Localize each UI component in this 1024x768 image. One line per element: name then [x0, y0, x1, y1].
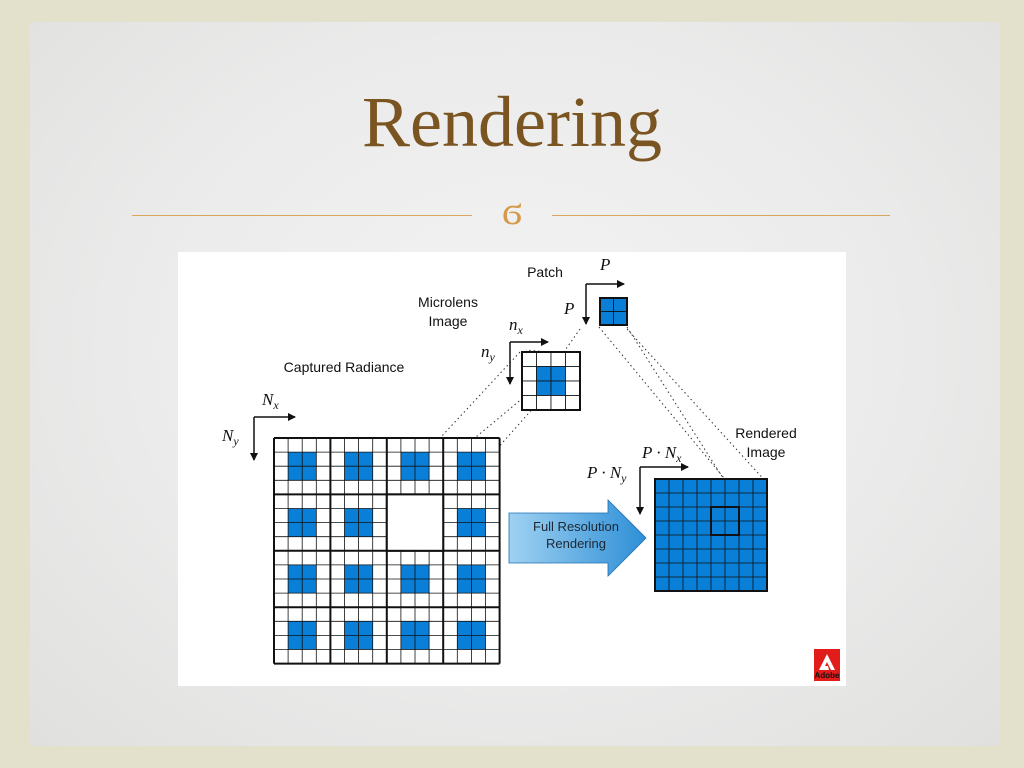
microlens-cell — [521, 366, 537, 382]
math-ny: ny — [481, 342, 496, 364]
rendered-image-grid — [654, 478, 768, 592]
microlens-cell — [565, 366, 581, 382]
math-Ny: Ny — [221, 426, 239, 448]
adobe-logo-text: Adobe — [815, 671, 840, 680]
math-Nx: Nx — [261, 390, 279, 412]
microlens-cell — [565, 351, 581, 367]
microlens-cell — [536, 351, 552, 367]
axis-arrows — [250, 280, 689, 515]
patch-border — [599, 297, 628, 326]
patch-cell — [599, 311, 614, 326]
captured-radiance-grid — [273, 437, 501, 665]
arrow-text-line-2: Rendering — [546, 536, 606, 551]
math-nx: nx — [509, 315, 524, 337]
microlens-cell — [536, 366, 552, 382]
flourish-icon: ϭ — [501, 188, 523, 234]
label-rendered-line-1: Rendered — [735, 425, 797, 441]
microlens-image-grid — [521, 351, 581, 411]
patch-grid — [599, 297, 628, 326]
label-patch: Patch — [527, 264, 563, 280]
empty-microlens-block — [385, 493, 445, 552]
rendered-patch-highlight — [710, 506, 740, 536]
microlens-cell — [550, 366, 566, 382]
label-rendered-line-2: Image — [747, 444, 786, 460]
projection-line — [626, 328, 769, 485]
figure-panel: Full Resolution Rendering Patch Microlen… — [178, 252, 846, 686]
microlens-cell — [521, 380, 537, 396]
full-resolution-arrow-icon — [508, 499, 647, 577]
adobe-logo: Adobe — [814, 649, 840, 681]
patch-cell — [613, 297, 628, 312]
label-captured-radiance: Captured Radiance — [284, 359, 405, 375]
microlens-image-border — [521, 351, 581, 411]
microlens-cell — [536, 395, 552, 411]
label-microlens-line-1: Microlens — [418, 294, 478, 310]
label-microlens-line-2: Image — [429, 313, 468, 329]
projection-line — [440, 351, 521, 438]
microlens-cell — [550, 395, 566, 411]
math-P-vertical: P — [563, 299, 574, 318]
microlens-cell — [565, 395, 581, 411]
math-P-Ny: P · Ny — [586, 463, 627, 485]
microlens-cell — [565, 380, 581, 396]
title-rule-left — [132, 215, 472, 216]
title-rule-right — [552, 215, 890, 216]
adobe-logo-mark-icon — [819, 654, 835, 670]
microlens-cell — [550, 380, 566, 396]
slide-title: Rendering — [362, 82, 662, 162]
rendering-diagram: Full Resolution Rendering Patch Microlen… — [221, 255, 840, 681]
math-P-Nx: P · Nx — [641, 443, 682, 465]
patch-cell — [613, 311, 628, 326]
microlens-cell — [521, 351, 537, 367]
projection-line — [598, 326, 725, 479]
patch-cell — [599, 297, 614, 312]
microlens-cell — [521, 395, 537, 411]
microlens-cell — [550, 351, 566, 367]
rendered-image-border — [654, 478, 768, 592]
math-P-horizontal: P — [599, 255, 610, 274]
microlens-cell — [536, 380, 552, 396]
arrow-text-line-1: Full Resolution — [533, 519, 619, 534]
